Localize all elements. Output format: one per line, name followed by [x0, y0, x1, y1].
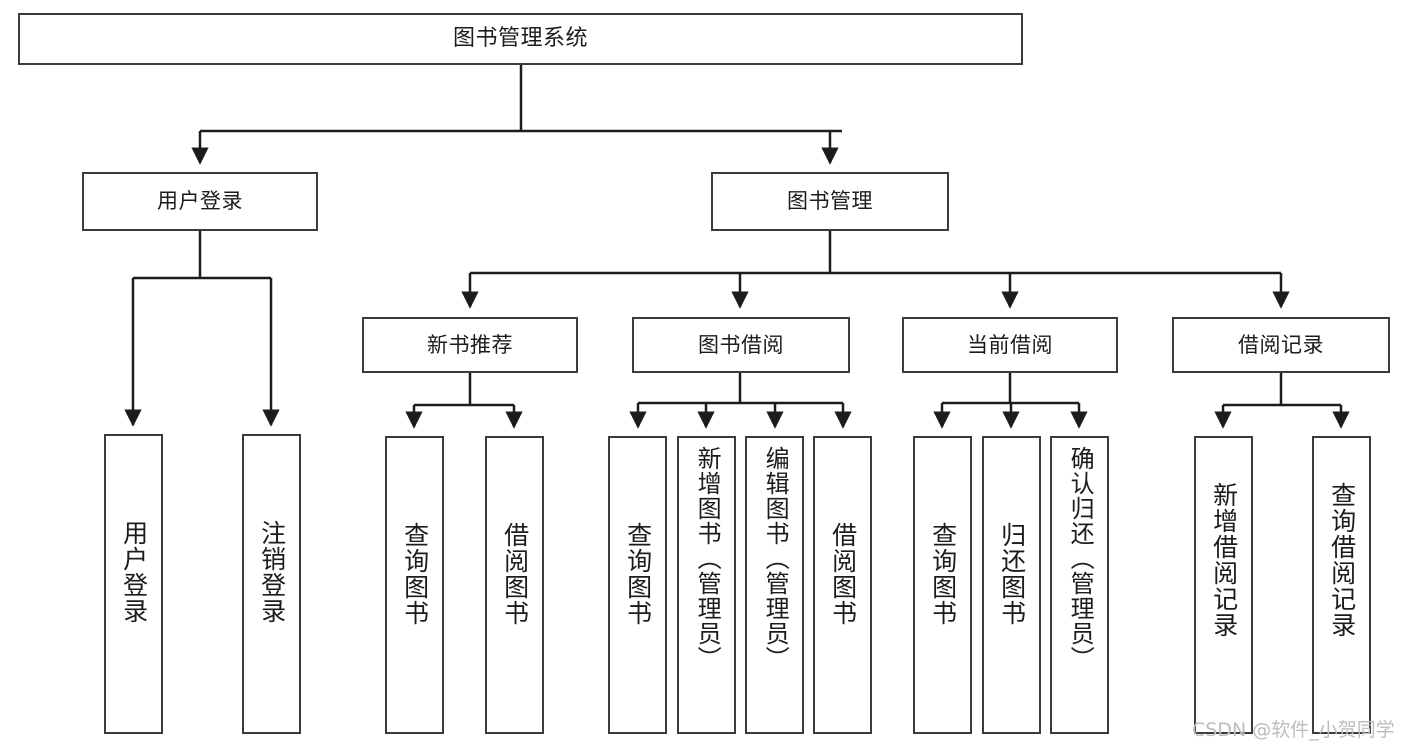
node-label: 新书推荐: [427, 332, 513, 357]
node-book-borrow[interactable]: 图书借阅: [632, 317, 850, 373]
node-label: 借阅记录: [1238, 332, 1324, 357]
node-borrow-record[interactable]: 借阅记录: [1172, 317, 1390, 373]
node-label: 用户登录: [157, 189, 243, 214]
node-label: 新增借阅记录: [1209, 482, 1239, 638]
node-label: 新增图书（管理员）: [693, 446, 722, 671]
leaf-borrow-book-1[interactable]: 借阅图书: [485, 436, 544, 734]
leaf-user-login[interactable]: 用户登录: [104, 434, 163, 734]
node-label: 图书借阅: [698, 332, 784, 357]
node-root-system[interactable]: 图书管理系统: [18, 13, 1023, 65]
leaf-query-book-2[interactable]: 查询图书: [608, 436, 667, 734]
leaf-edit-book[interactable]: 编辑图书（管理员）: [745, 436, 804, 734]
node-label: 借阅图书: [500, 522, 530, 626]
node-book-manage[interactable]: 图书管理: [711, 172, 949, 231]
csdn-watermark: CSDN @软件_小贺同学: [1192, 719, 1395, 741]
node-label: 借阅图书: [828, 522, 858, 626]
leaf-query-book-3[interactable]: 查询图书: [913, 436, 972, 734]
node-label: 注销登录: [257, 520, 287, 624]
node-label: 编辑图书（管理员）: [761, 446, 790, 671]
node-label: 当前借阅: [967, 332, 1053, 357]
node-label: 用户登录: [119, 520, 149, 624]
leaf-add-record[interactable]: 新增借阅记录: [1194, 436, 1253, 734]
node-label: 确认归还（管理员）: [1066, 446, 1095, 671]
node-label: 图书管理系统: [452, 26, 588, 52]
leaf-confirm-return[interactable]: 确认归还（管理员）: [1050, 436, 1109, 734]
leaf-query-book-1[interactable]: 查询图书: [385, 436, 444, 734]
leaf-add-book[interactable]: 新增图书（管理员）: [677, 436, 736, 734]
node-user-login[interactable]: 用户登录: [82, 172, 318, 231]
node-label: 查询借阅记录: [1327, 482, 1357, 638]
node-label: 查询图书: [928, 522, 958, 626]
node-label: 归还图书: [997, 522, 1027, 626]
leaf-query-record[interactable]: 查询借阅记录: [1312, 436, 1371, 734]
node-label: 查询图书: [623, 522, 653, 626]
node-label: 查询图书: [400, 522, 430, 626]
node-label: 图书管理: [787, 189, 873, 214]
node-new-book-recommend[interactable]: 新书推荐: [362, 317, 578, 373]
node-current-borrow[interactable]: 当前借阅: [902, 317, 1118, 373]
leaf-borrow-book-2[interactable]: 借阅图书: [813, 436, 872, 734]
leaf-user-logout[interactable]: 注销登录: [242, 434, 301, 734]
leaf-return-book[interactable]: 归还图书: [982, 436, 1041, 734]
